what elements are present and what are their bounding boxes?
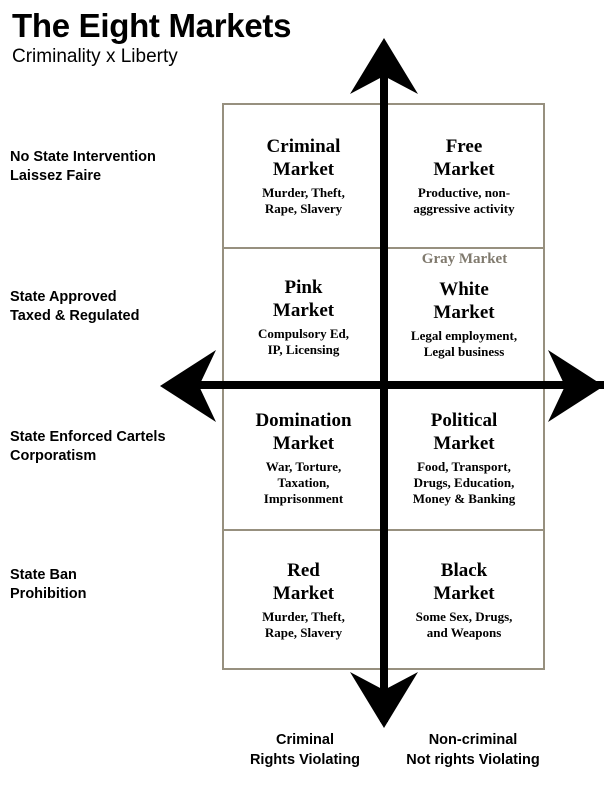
cell-description: Legal employment, Legal business bbox=[410, 328, 518, 359]
cell-description: Some Sex, Drugs, and Weapons bbox=[415, 609, 513, 640]
cell-red-market: Red Market Murder, Theft, Rape, Slavery bbox=[224, 531, 383, 669]
page-subtitle: Criminality x Liberty bbox=[12, 46, 178, 67]
axis-label-state-enforced-cartels: State Enforced Cartels Corporatism bbox=[10, 429, 166, 464]
cell-title: Political Market bbox=[430, 410, 498, 454]
cell-criminal-market: Criminal Market Murder, Theft, Rape, Sla… bbox=[224, 105, 383, 247]
page-title: The Eight Markets bbox=[12, 7, 292, 44]
cell-title: Pink Market bbox=[272, 277, 335, 321]
cell-title: Criminal Market bbox=[266, 136, 341, 180]
arrow-down-icon bbox=[350, 672, 418, 728]
cell-description: War, Torture, Taxation, Imprisonment bbox=[263, 459, 344, 506]
axis-label-state-approved: State Approved Taxed & Regulated bbox=[10, 289, 140, 324]
cell-pink-market: Pink Market Compulsory Ed, IP, Licensing bbox=[224, 249, 383, 385]
cell-domination-market: Domination Market War, Torture, Taxation… bbox=[224, 387, 383, 529]
axis-label-criminal: Criminal Rights Violating bbox=[249, 732, 361, 768]
cell-title: Free Market bbox=[433, 136, 495, 180]
axis-label-non-criminal: Non-criminal Not rights Violating bbox=[406, 732, 540, 768]
cell-title: Black Market bbox=[433, 560, 495, 604]
cell-white-market: White Market Legal employment, Legal bus… bbox=[385, 253, 543, 385]
cell-title: White Market bbox=[433, 279, 495, 323]
cell-description: Food, Transport, Drugs, Education, Money… bbox=[412, 459, 516, 506]
cell-description: Compulsory Ed, IP, Licensing bbox=[257, 326, 350, 357]
horizontal-axis-line bbox=[168, 381, 604, 389]
gray-market-label: Gray Market bbox=[421, 251, 508, 267]
arrow-left-icon bbox=[160, 350, 216, 422]
axis-label-no-state-intervention: No State Intervention Laissez Faire bbox=[10, 149, 156, 184]
cell-black-market: Black Market Some Sex, Drugs, and Weapon… bbox=[385, 531, 543, 669]
cell-political-market: Political Market Food, Transport, Drugs,… bbox=[385, 387, 543, 529]
cell-description: Murder, Theft, Rape, Slavery bbox=[262, 609, 345, 640]
cell-free-market: Free Market Productive, non- aggressive … bbox=[385, 105, 543, 247]
cell-title: Domination Market bbox=[255, 410, 352, 454]
axis-label-state-ban: State Ban Prohibition bbox=[10, 567, 87, 602]
cell-title: Red Market bbox=[272, 560, 335, 604]
title-block: The Eight Markets Criminality x Liberty bbox=[12, 8, 432, 68]
arrow-right-icon bbox=[548, 350, 604, 422]
arrow-up-icon bbox=[350, 38, 418, 94]
cell-description: Murder, Theft, Rape, Slavery bbox=[262, 185, 345, 216]
cell-description: Productive, non- aggressive activity bbox=[413, 185, 515, 216]
